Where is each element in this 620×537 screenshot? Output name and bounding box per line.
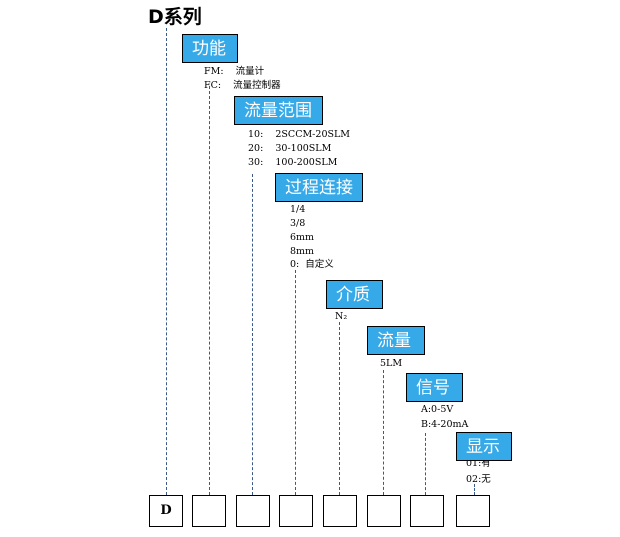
header-function: 功能 [182,34,238,63]
connector-line [209,86,210,495]
code-box-medium [323,495,357,527]
option-medium: N₂ [335,311,348,322]
option-flow: 5LM [380,358,403,369]
header-display: 显示 [456,432,512,461]
option-signal-b: B:4-20mA [421,419,469,430]
header-medium: 介质 [326,280,383,309]
code-box-function [192,495,226,527]
diagram-title: D系列 [148,6,202,28]
code-box-range [236,495,270,527]
option-range-20: 20: 30-100SLM [248,143,332,154]
option-display-no: 02:无 [466,474,491,485]
option-function-fm: FM: 流量计 [204,66,265,77]
code-box-series: D [149,495,183,527]
code-box-flow [367,495,401,527]
option-connection: 6mm [290,232,315,243]
header-process-connection: 过程连接 [275,173,363,202]
option-range-10: 10: 2SCCM-20SLM [248,129,351,140]
option-signal-a: A:0-5V [421,404,454,415]
connector-line [425,433,426,495]
option-connection: 1/4 [290,204,306,215]
header-flow-range: 流量范围 [234,96,323,125]
code-box-display [456,495,490,527]
connector-line [339,322,340,495]
option-range-30: 30: 100-200SLM [248,157,338,168]
option-connection: 0: 自定义 [290,259,334,270]
option-connection: 3/8 [290,218,306,229]
option-connection: 8mm [290,246,315,257]
connector-line [474,484,475,495]
code-box-signal [410,495,444,527]
code-box-connection [279,495,313,527]
header-flow: 流量 [367,326,425,355]
connector-line [166,28,167,495]
connector-line [383,370,384,495]
header-signal: 信号 [406,373,463,402]
option-display-yes: 01:有 [466,460,491,469]
option-function-fc: FC: 流量控制器 [204,80,281,91]
connector-line [252,174,253,495]
connector-line [295,270,296,495]
